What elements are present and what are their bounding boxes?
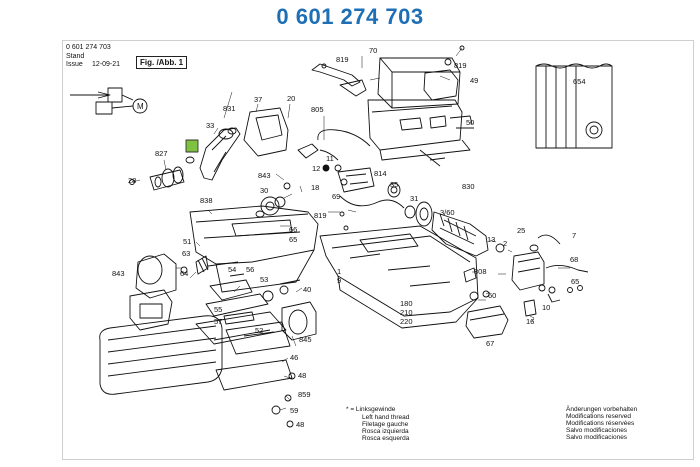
callout-label: 808 [474,267,487,276]
drive-belt [199,127,241,181]
header-stand: Stand [66,53,85,60]
callout-label: 10 [542,303,551,312]
callout-label: 52 [255,326,264,335]
header-date: 12-09-21 [92,61,121,68]
callout-label: 819 [336,55,349,64]
callout-label: 40 [303,285,312,294]
callout-label: 51 [183,237,192,246]
callout-label: 805 [311,105,324,114]
callout-label: 48 [298,371,307,380]
callout-label: 35 [390,180,399,189]
callout-label: 65 [571,277,580,286]
callout-label: 843 [258,171,271,180]
figure-label: Fig. /Abb. 1 [136,56,188,69]
part-number-title: 0 601 274 703 [276,4,424,29]
front-roller [149,169,185,191]
callout-label: 13 [487,235,496,244]
cable-805 [317,129,371,147]
callout-label: 46 [290,353,299,362]
callout-label: 60 [488,291,497,300]
callout-label: 830 [462,182,475,191]
cap-part [423,69,459,101]
notes-line: Salvo modificaciones [566,427,628,434]
callout-label: 69 [332,192,341,201]
header-part-number: 0 601 274 703 [66,44,111,51]
callout-label: 843 [112,269,125,278]
callout-label: 28 [128,176,137,185]
callout-label: 819 [314,211,327,220]
callout-label: 838 [200,196,213,205]
callout-label: 57 [214,317,223,326]
callout-label: 59 [290,406,299,415]
dust-bag [535,65,613,149]
callout-label: 54 [228,265,237,274]
callout-label: 53 [260,275,269,284]
callout-label: 20 [287,94,296,103]
callout-label: 68 [570,255,579,264]
callout-label: 48 [296,420,305,429]
callout-label: 827 [155,149,168,158]
callout-label: 11 [326,154,334,163]
motor-symbol-icon: M [70,87,148,115]
callout-label: 2 [503,239,508,248]
callout-label: 831 [223,104,236,113]
callout-label: 31 [410,194,419,203]
callout-label: 50 [466,118,475,127]
rear-roller [281,301,317,341]
callout-label: 70 [369,46,378,55]
callout-label: 814 [374,169,387,178]
fan-part [415,201,433,227]
side-cover-64 [129,289,173,331]
armature [431,211,489,257]
notes-line: Modifications réservées [566,420,635,427]
callout-label: 845 [299,335,312,344]
field-coil [511,251,545,291]
callout-label: 63 [182,249,191,258]
callout-label: 7 [572,231,577,240]
diagram-frame [62,40,694,460]
callout-label: 12 [312,164,321,173]
callout-label: 65 [289,235,298,244]
callout-label: 859 [298,390,311,399]
highlighted-part [185,139,199,153]
callout-label: 654 [573,77,586,86]
header-issue: Issue [66,61,83,68]
callout-label: 30 [260,186,269,195]
callout-label: 33 [206,121,215,130]
notes-line: Modifications reserved [566,413,632,420]
legend-line: Filetage gauche [362,421,409,428]
callout-label: 3/60 [440,208,455,217]
callout-label: 66 [289,225,298,234]
callout-label: 37 [254,95,263,104]
sanding-belt [99,315,223,395]
callout-label: 16 [526,317,535,326]
callout-label: 210 [400,308,413,317]
side-part [135,253,177,299]
callout-label: 56 [246,265,255,274]
foot-part [465,305,509,339]
svg-text:M: M [137,102,144,111]
callout-label: 25 [517,226,526,235]
motor-housing [319,225,479,317]
switch-housing [367,99,463,151]
legend-symbol: * = Linksgewinde [346,406,396,413]
callout-label: 180 [400,299,413,308]
callout-label: 9 [337,276,342,285]
callout-label: 819 [454,61,467,70]
callout-label: 1 [337,267,342,276]
callout-label: 49 [470,76,479,85]
legend-line: Left hand thread [362,414,410,421]
legend-line: Rosca izquierda [362,428,409,435]
notes-line: Änderungen vorbehalten [566,406,638,413]
callout-label: 18 [311,183,320,192]
notes-line: Salvo modificaciones [566,434,628,441]
callout-label: 64 [180,269,189,278]
callout-label: 220 [400,317,413,326]
callout-label: 67 [486,339,495,348]
legend-line: Rosca esquerda [362,435,410,442]
belt-cover [243,107,289,157]
cover-part [377,57,461,109]
callout-label: 55 [214,305,223,314]
